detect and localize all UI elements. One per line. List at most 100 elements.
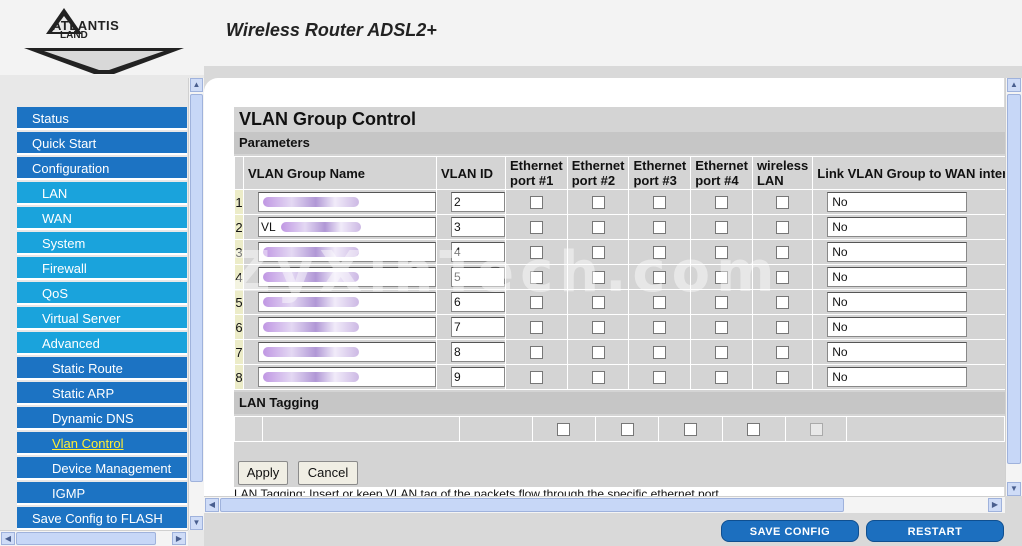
scroll-down-icon[interactable]: ▼: [1007, 482, 1021, 496]
eth2-checkbox[interactable]: [591, 370, 605, 384]
link-wan-select[interactable]: No: [827, 267, 968, 287]
eth2-checkbox[interactable]: [591, 295, 605, 309]
eth4-checkbox[interactable]: [715, 345, 729, 359]
eth4-checkbox[interactable]: [715, 295, 729, 309]
eth1-checkbox[interactable]: [529, 245, 543, 259]
nav-item-wan[interactable]: WAN: [17, 207, 187, 230]
vlan-id-input[interactable]: 4: [451, 242, 505, 262]
nav-item-device-management[interactable]: Device Management: [17, 457, 187, 480]
eth1-checkbox[interactable]: [529, 270, 543, 284]
save-config-button[interactable]: SAVE CONFIG: [721, 520, 859, 542]
eth3-checkbox[interactable]: [653, 220, 667, 234]
apply-button[interactable]: Apply: [238, 461, 288, 485]
eth2-checkbox[interactable]: [591, 220, 605, 234]
eth4-checkbox[interactable]: [715, 320, 729, 334]
wlan-checkbox[interactable]: [776, 270, 790, 284]
link-wan-select[interactable]: No: [827, 242, 968, 262]
vlan-group-name-input[interactable]: [258, 242, 436, 262]
nav-item-advanced[interactable]: Advanced: [17, 332, 187, 355]
tag-eth3-checkbox[interactable]: [683, 422, 697, 436]
link-wan-select[interactable]: No: [827, 342, 968, 362]
eth4-checkbox[interactable]: [715, 370, 729, 384]
eth3-checkbox[interactable]: [653, 320, 667, 334]
vlan-group-name-input[interactable]: [258, 192, 436, 212]
nav-item-static-arp[interactable]: Static ARP: [17, 382, 187, 405]
nav-item-save-config-to-flash[interactable]: Save Config to FLASH: [17, 507, 187, 530]
tag-eth1-checkbox[interactable]: [557, 422, 571, 436]
scroll-right-icon[interactable]: ▶: [172, 532, 186, 545]
scroll-up-icon[interactable]: ▲: [190, 78, 203, 92]
eth4-checkbox[interactable]: [715, 195, 729, 209]
vlan-group-name-input[interactable]: [258, 367, 436, 387]
cancel-button[interactable]: Cancel: [298, 461, 358, 485]
eth2-checkbox[interactable]: [591, 270, 605, 284]
vlan-group-name-input[interactable]: [258, 342, 436, 362]
wlan-checkbox[interactable]: [776, 245, 790, 259]
eth3-checkbox[interactable]: [653, 270, 667, 284]
link-wan-select[interactable]: No: [827, 217, 968, 237]
eth1-checkbox[interactable]: [529, 370, 543, 384]
scroll-right-icon[interactable]: ▶: [988, 498, 1002, 512]
wlan-checkbox[interactable]: [776, 195, 790, 209]
vlan-id-input[interactable]: 3: [451, 217, 505, 237]
nav-item-status[interactable]: Status: [17, 107, 187, 130]
vlan-id-input[interactable]: 2: [451, 192, 505, 212]
tag-eth4-checkbox[interactable]: [747, 422, 761, 436]
link-wan-select[interactable]: No: [827, 367, 968, 387]
eth3-checkbox[interactable]: [653, 295, 667, 309]
eth4-checkbox[interactable]: [715, 270, 729, 284]
nav-item-virtual-server[interactable]: Virtual Server: [17, 307, 187, 330]
nav-item-igmp[interactable]: IGMP: [17, 482, 187, 505]
nav-item-firewall[interactable]: Firewall: [17, 257, 187, 280]
eth3-checkbox[interactable]: [653, 345, 667, 359]
eth3-checkbox[interactable]: [653, 370, 667, 384]
nav-item-dynamic-dns[interactable]: Dynamic DNS: [17, 407, 187, 430]
scroll-thumb[interactable]: [1007, 94, 1021, 464]
eth4-checkbox[interactable]: [715, 220, 729, 234]
wlan-checkbox[interactable]: [776, 320, 790, 334]
eth1-checkbox[interactable]: [529, 345, 543, 359]
scroll-left-icon[interactable]: ◀: [205, 498, 219, 512]
nav-item-quick-start[interactable]: Quick Start: [17, 132, 187, 155]
nav-item-configuration[interactable]: Configuration: [17, 157, 187, 180]
nav-item-vlan-control[interactable]: Vlan Control: [17, 432, 187, 455]
scroll-thumb[interactable]: [16, 532, 156, 545]
eth1-checkbox[interactable]: [529, 320, 543, 334]
eth3-checkbox[interactable]: [653, 245, 667, 259]
scroll-up-icon[interactable]: ▲: [1007, 78, 1021, 92]
eth1-checkbox[interactable]: [529, 220, 543, 234]
eth1-checkbox[interactable]: [529, 195, 543, 209]
wlan-checkbox[interactable]: [776, 370, 790, 384]
vlan-id-input[interactable]: 7: [451, 317, 505, 337]
vlan-id-input[interactable]: 8: [451, 342, 505, 362]
vlan-id-input[interactable]: 5: [451, 267, 505, 287]
nav-vertical-scrollbar[interactable]: ▲ ▼: [188, 78, 204, 530]
eth1-checkbox[interactable]: [529, 295, 543, 309]
vlan-group-name-input[interactable]: [258, 292, 436, 312]
restart-button[interactable]: RESTART: [866, 520, 1004, 542]
eth4-checkbox[interactable]: [715, 245, 729, 259]
link-wan-select[interactable]: No: [827, 292, 968, 312]
scroll-thumb[interactable]: [220, 498, 844, 512]
eth2-checkbox[interactable]: [591, 320, 605, 334]
vlan-group-name-input[interactable]: VL: [258, 217, 436, 237]
wlan-checkbox[interactable]: [776, 220, 790, 234]
scroll-left-icon[interactable]: ◀: [1, 532, 15, 545]
nav-item-lan[interactable]: LAN: [17, 182, 187, 205]
link-wan-select[interactable]: No: [827, 192, 968, 212]
link-wan-select[interactable]: No: [827, 317, 968, 337]
scroll-thumb[interactable]: [190, 94, 203, 482]
vlan-group-name-input[interactable]: [258, 317, 436, 337]
scroll-down-icon[interactable]: ▼: [190, 516, 203, 530]
eth2-checkbox[interactable]: [591, 345, 605, 359]
nav-horizontal-scrollbar[interactable]: ◀ ▶: [0, 530, 188, 546]
vlan-id-input[interactable]: 9: [451, 367, 505, 387]
content-horizontal-scrollbar[interactable]: ◀ ▶: [204, 496, 1005, 513]
vlan-id-input[interactable]: 6: [451, 292, 505, 312]
nav-item-qos[interactable]: QoS: [17, 282, 187, 305]
content-vertical-scrollbar[interactable]: ▲ ▼: [1005, 78, 1022, 496]
eth2-checkbox[interactable]: [591, 245, 605, 259]
wlan-checkbox[interactable]: [776, 295, 790, 309]
eth3-checkbox[interactable]: [653, 195, 667, 209]
tag-eth2-checkbox[interactable]: [620, 422, 634, 436]
